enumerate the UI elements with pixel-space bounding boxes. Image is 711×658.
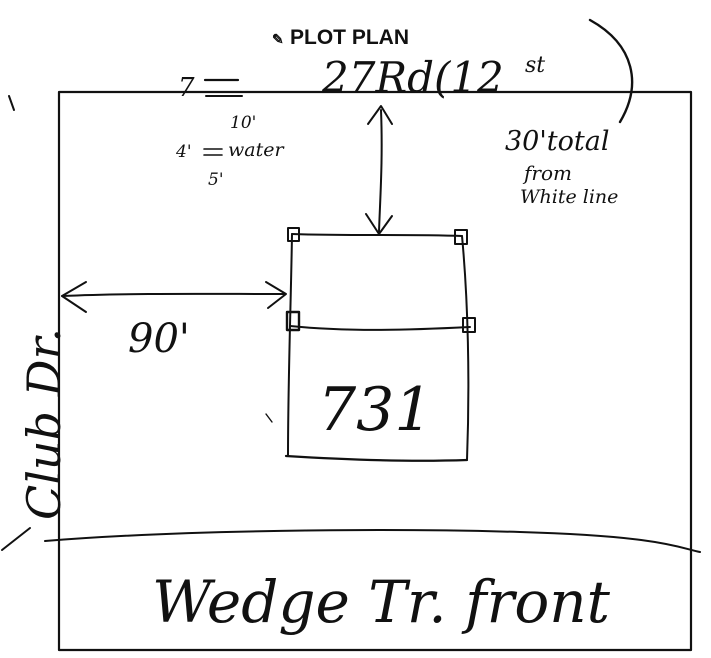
- note-5: 5': [208, 170, 224, 190]
- note-water: water: [228, 139, 285, 161]
- setback-note: 30'total from White line: [505, 126, 618, 208]
- street-left-label: Club Dr.: [17, 328, 71, 520]
- road-top-close-paren: [588, 18, 634, 124]
- corner-marker: [285, 310, 301, 332]
- setback-line-3: White line: [520, 186, 618, 208]
- setback-line-2: from: [522, 161, 572, 185]
- note-10: 10': [230, 113, 256, 133]
- lot-boundary: [57, 90, 693, 652]
- road-setback-arrow: [365, 105, 393, 235]
- stray-mark-bottom: [1, 527, 31, 551]
- setback-line-1: 30'total: [505, 126, 609, 157]
- street-bottom-label: Wedge Tr. front: [152, 568, 611, 636]
- note-4: 4': [175, 142, 192, 162]
- top-road-label: 27Rd(12 st: [321, 18, 634, 124]
- building-footprint: [265, 227, 476, 462]
- stray-mark-top: [8, 95, 15, 111]
- side-setback-arrow: [61, 281, 287, 313]
- corner-marker: [454, 229, 468, 245]
- front-line: [44, 529, 701, 553]
- corner-marker: [287, 227, 300, 242]
- title-text: PLOT PLAN: [290, 26, 409, 49]
- note-arrow-7: 7: [178, 73, 195, 103]
- utility-note: 7 10' 4' water 5': [175, 73, 285, 190]
- road-top-text: 27Rd(12: [321, 53, 504, 102]
- stray-tick: [265, 413, 273, 423]
- lot-number: 731: [318, 375, 433, 445]
- pencil-icon: ✎: [272, 31, 284, 47]
- distance-90: 90': [128, 316, 190, 362]
- road-top-superscript: st: [525, 53, 545, 78]
- plot-plan-title: ✎ PLOT PLAN: [272, 26, 409, 49]
- corner-marker: [462, 317, 476, 333]
- note-equals: [203, 148, 223, 156]
